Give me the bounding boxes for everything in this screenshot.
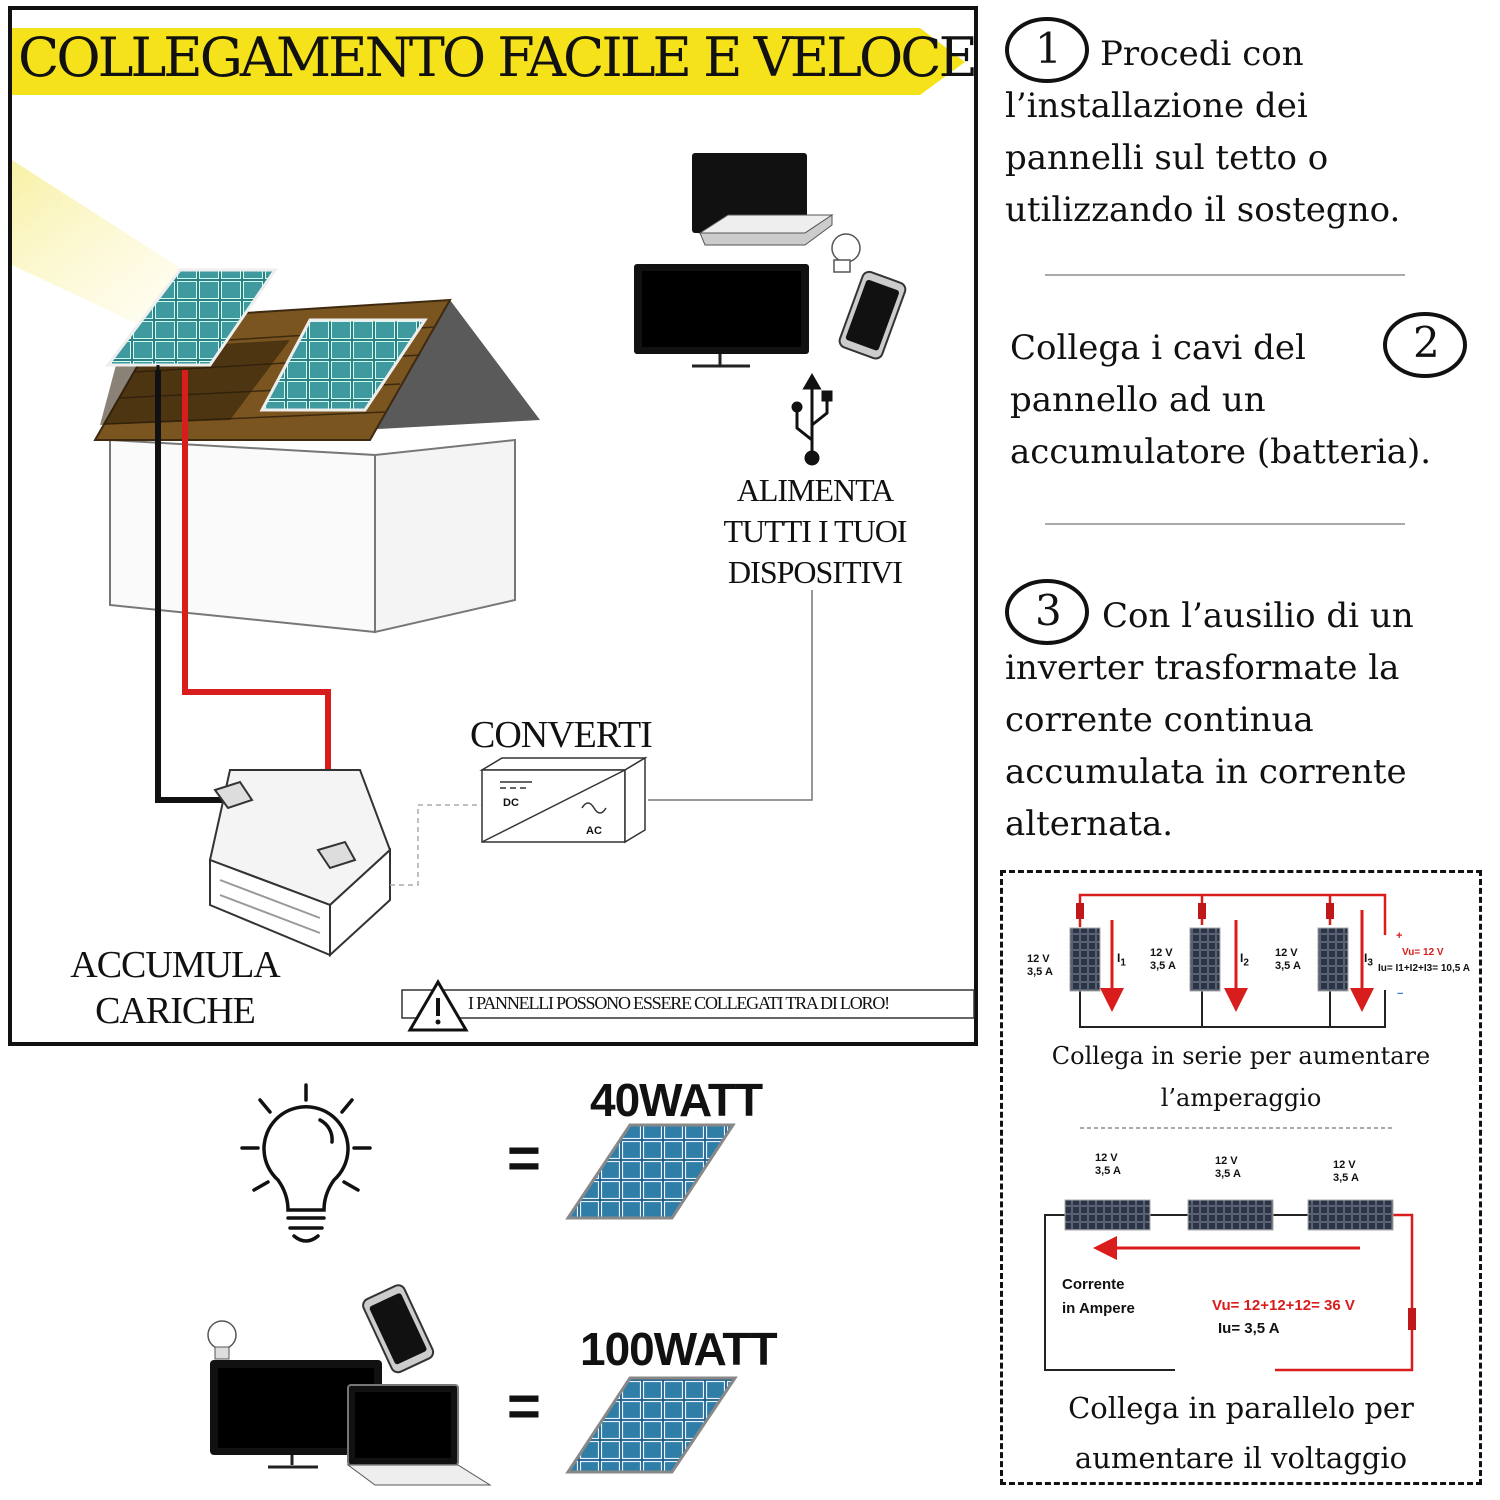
equals-sign: = <box>507 1126 541 1191</box>
accumulate-label-line: ACCUMULA <box>70 944 280 986</box>
step-3-line: inverter trasformate la <box>1005 648 1400 688</box>
house-wall-side <box>374 438 516 634</box>
phone-illustration <box>838 270 907 360</box>
series-output-voltage: Vu= 12 V <box>1402 947 1444 958</box>
step-3-circle <box>1005 579 1089 645</box>
solar-panel-100w <box>565 1376 738 1474</box>
main-diagram-frame <box>8 6 978 1046</box>
step-1-text: Procedi con l’installazione dei pannelli… <box>1005 28 1400 236</box>
equals-sign: = <box>507 1374 541 1439</box>
series-minus-sign: − <box>1397 988 1404 1000</box>
step-2-number: 2 <box>1413 318 1440 367</box>
step-3-line: alternata. <box>1005 804 1174 844</box>
step-3-text: Con l’ausilio di un inverter trasformate… <box>1005 590 1414 850</box>
laptop-illustration <box>692 153 834 246</box>
devices-icon-group <box>207 1284 492 1486</box>
light-bulb-icon <box>240 1083 372 1243</box>
page-title: COLLEGAMENTO FACILE E VELOCE <box>18 26 978 89</box>
step-1-line: Procedi con <box>1100 34 1304 74</box>
equivalence-illustrations <box>207 1083 738 1486</box>
series-wiring <box>1069 893 1387 1028</box>
steps-decor <box>1005 17 1467 645</box>
series-caption-line: l’amperaggio <box>1160 1084 1322 1112</box>
house-wall-front <box>109 438 376 634</box>
wiring-diagrams <box>1044 893 1416 1372</box>
parallel-panel-2 <box>1187 1199 1274 1231</box>
power-label-line: TUTTI I TUOI <box>723 513 908 549</box>
step-2-line: pannello ad un <box>1010 380 1266 420</box>
tv-illustration <box>634 264 809 368</box>
installation-illustration <box>12 28 975 1032</box>
step-1-circle <box>1005 17 1089 83</box>
step-2-text: Collega i cavi del pannello ad un accumu… <box>1010 322 1431 478</box>
step-3-line: corrente continua <box>1005 700 1314 740</box>
step-3-line: Con l’ausilio di un <box>1102 596 1414 636</box>
title-banner <box>12 28 965 95</box>
watt-label-40: 40WATT <box>590 1074 763 1126</box>
parallel-panel-3 <box>1307 1199 1394 1231</box>
house-gable <box>360 300 540 430</box>
dc-label: DC <box>503 797 519 809</box>
step-1-line: pannelli sul tetto o <box>1005 138 1329 178</box>
step-3-line: accumulata in corrente <box>1005 752 1407 792</box>
parallel-caption-line: Collega in parallelo per <box>1068 1391 1414 1425</box>
series-current-1-label: I1 <box>1117 951 1126 969</box>
series-caption: Collega in serie per aumentare l’amperag… <box>1000 1035 1482 1119</box>
ac-label: AC <box>586 825 602 837</box>
power-devices-label: ALIMENTA TUTTI I TUOI DISPOSITIVI <box>710 470 920 593</box>
step-2-line: Collega i cavi del <box>1010 328 1306 368</box>
series-current-2-label: I2 <box>1240 951 1249 969</box>
step-1-line: utilizzando il sostegno. <box>1005 190 1401 230</box>
battery-to-converter-wire <box>390 804 482 886</box>
parallel-panel-1 <box>1064 1199 1151 1231</box>
step-2-circle <box>1383 312 1467 378</box>
convert-label: CONVERTI <box>470 714 653 756</box>
warning-box <box>401 989 975 1019</box>
accumulate-label-line: CARICHE <box>95 990 256 1032</box>
series-caption-line: Collega in serie per aumentare <box>1051 1042 1431 1070</box>
warning-text: I PANNELLI POSSONO ESSERE COLLEGATI TRA … <box>468 993 890 1013</box>
black-wire <box>155 370 232 803</box>
power-label-line: ALIMENTA <box>736 472 895 508</box>
series-panel-3 <box>1317 927 1349 992</box>
step-3-number: 3 <box>1035 586 1062 635</box>
usb-icon <box>791 373 833 466</box>
light-bulb-illustration <box>831 233 861 273</box>
series-current-3-label: I3 <box>1364 951 1373 969</box>
step-1-line: l’installazione dei <box>1005 86 1308 126</box>
step-1-number: 1 <box>1035 24 1062 73</box>
series-panel-2 <box>1189 927 1221 992</box>
power-label-line: DISPOSITIVI <box>728 554 903 590</box>
connection-diagrams-box <box>1000 870 1482 1485</box>
converter-to-devices-wire <box>648 590 813 801</box>
series-plus-sign: + <box>1396 930 1403 942</box>
parallel-caption: Collega in parallelo per aumentare il vo… <box>1000 1383 1482 1483</box>
inverter-box <box>479 756 648 844</box>
raised-solar-panel <box>104 268 278 367</box>
roof-solar-panel <box>259 318 428 412</box>
solar-panel-40w <box>565 1123 736 1220</box>
parallel-output-current: Iu= 3,5 A <box>1218 1320 1280 1337</box>
watt-label-100: 100WATT <box>580 1323 778 1375</box>
parallel-caption-line: aumentare il voltaggio <box>1074 1441 1408 1475</box>
parallel-wiring <box>1044 1199 1416 1372</box>
parallel-output-voltage: Vu= 12+12+12= 36 V <box>1212 1297 1355 1314</box>
step-2-line: accumulatore (batteria). <box>1010 432 1432 472</box>
battery-illustration <box>208 769 392 958</box>
series-panel-1 <box>1069 927 1101 992</box>
accumulate-label: ACCUMULA CARICHE <box>60 942 290 1034</box>
series-output-current: Iu= I1+I2+I3= 10,5 A <box>1378 963 1470 974</box>
